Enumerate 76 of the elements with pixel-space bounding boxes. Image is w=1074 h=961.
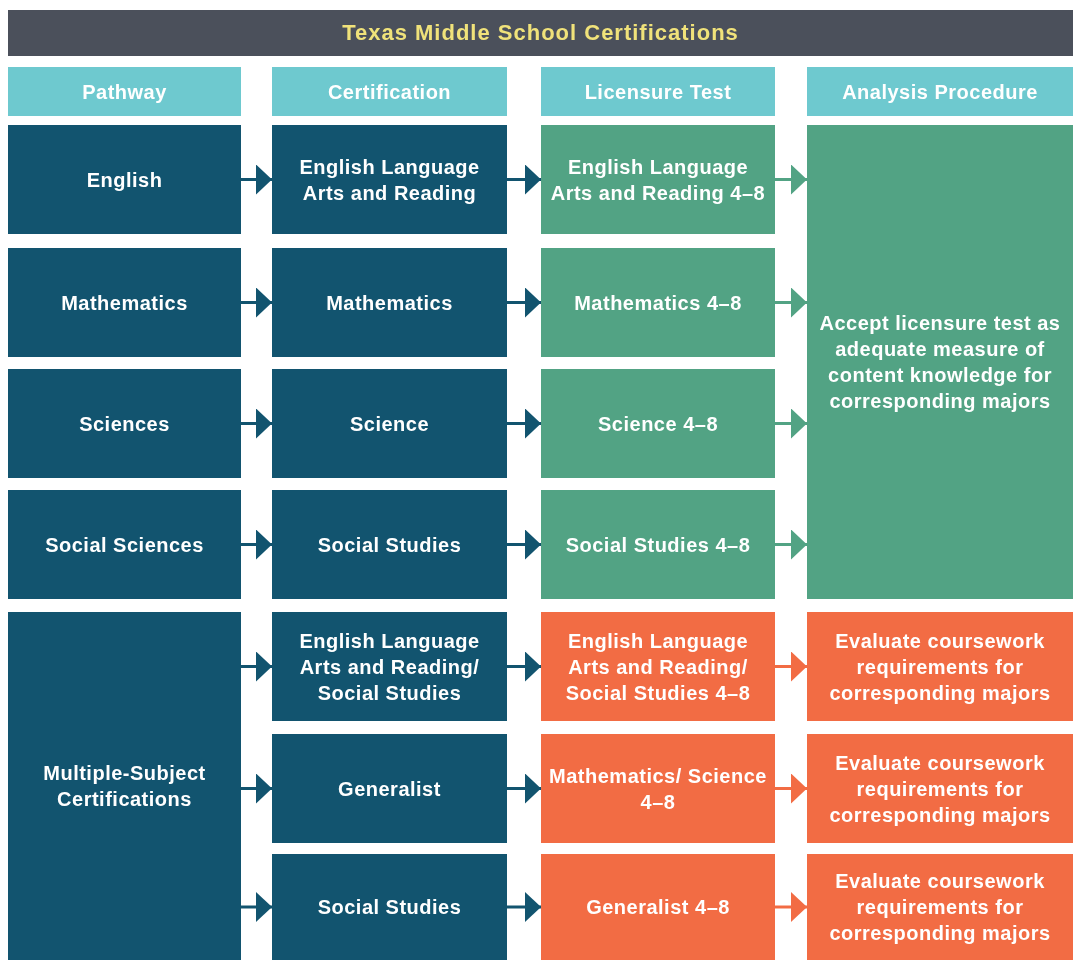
analysis-procedure-box bbox=[807, 734, 1073, 843]
box-text: Evaluate coursework requirements for corresponding majors bbox=[828, 869, 1052, 946]
box-text: Generalist 4–8 bbox=[586, 895, 730, 920]
column-header bbox=[272, 67, 507, 116]
arrow bbox=[775, 529, 807, 560]
arrow bbox=[775, 651, 807, 682]
header-text: Licensure Test bbox=[584, 79, 732, 105]
licensure-test-box bbox=[541, 854, 775, 960]
column-header bbox=[8, 67, 241, 116]
certification-box bbox=[272, 248, 507, 357]
certification-box bbox=[272, 612, 507, 721]
certification-box bbox=[272, 734, 507, 843]
box-text: Accept licensure test as adequate measure of content knowledge for corresponding majors bbox=[818, 311, 1062, 414]
box-text: Social Studies bbox=[317, 532, 462, 558]
arrow bbox=[775, 892, 807, 922]
analysis-procedure-box bbox=[807, 612, 1073, 721]
arrow bbox=[507, 287, 541, 318]
box-text: English Language Arts and Reading bbox=[298, 154, 481, 206]
box-text: Evaluate coursework requirements for corresponding majors bbox=[828, 628, 1052, 706]
arrow bbox=[241, 287, 272, 318]
arrow bbox=[775, 773, 807, 804]
licensure-test-box bbox=[541, 612, 775, 721]
box-text: Evaluate coursework requirements for corresponding majors bbox=[828, 750, 1052, 828]
licensure-test-box bbox=[541, 490, 775, 599]
certification-box bbox=[272, 369, 507, 478]
arrow bbox=[507, 408, 541, 439]
pathway-box bbox=[8, 125, 241, 234]
box-text: Generalist bbox=[338, 776, 441, 802]
box-text: English bbox=[86, 167, 163, 193]
box-text: English Language Arts and Reading/ Social Studies 4–8 bbox=[564, 628, 752, 706]
box-text: Science 4–8 bbox=[598, 411, 718, 437]
certification-box bbox=[272, 854, 507, 960]
arrow bbox=[507, 773, 541, 804]
title-text: Texas Middle School Certifications bbox=[342, 20, 739, 46]
arrow bbox=[241, 773, 272, 804]
box-text: Social Sciences bbox=[45, 532, 204, 558]
box-text: Social Studies bbox=[317, 895, 462, 920]
arrow bbox=[507, 651, 541, 682]
licensure-test-box bbox=[541, 369, 775, 478]
box-text: Multiple-Subject Certifications bbox=[42, 761, 207, 812]
pathway-box bbox=[8, 612, 241, 960]
box-text: Sciences bbox=[79, 411, 170, 437]
analysis-procedure-box bbox=[807, 125, 1073, 599]
arrow bbox=[507, 529, 541, 560]
box-text: Mathematics bbox=[61, 290, 188, 316]
licensure-test-box bbox=[541, 248, 775, 357]
header-text: Pathway bbox=[82, 79, 167, 105]
box-text: Mathematics bbox=[326, 290, 453, 316]
box-text: Science bbox=[349, 411, 430, 437]
arrow bbox=[775, 408, 807, 439]
pathway-box bbox=[8, 248, 241, 357]
header-text: Analysis Procedure bbox=[842, 79, 1038, 105]
box-text: Social Studies 4–8 bbox=[565, 532, 751, 558]
arrow bbox=[241, 892, 272, 922]
arrow bbox=[241, 529, 272, 560]
certification-box bbox=[272, 125, 507, 234]
arrow bbox=[775, 287, 807, 318]
arrow bbox=[507, 164, 541, 195]
pathway-box bbox=[8, 369, 241, 478]
box-text: Mathematics/ Science 4–8 bbox=[549, 763, 767, 815]
arrow bbox=[775, 164, 807, 195]
box-text: English Language Arts and Reading/ Social Studies bbox=[298, 628, 481, 706]
header-text: Certification bbox=[327, 79, 452, 105]
box-text: English Language Arts and Reading 4–8 bbox=[549, 154, 767, 206]
arrow bbox=[241, 164, 272, 195]
column-header bbox=[807, 67, 1073, 116]
analysis-procedure-box bbox=[807, 854, 1073, 960]
licensure-test-box bbox=[541, 734, 775, 843]
column-header bbox=[541, 67, 775, 116]
pathway-box bbox=[8, 490, 241, 599]
licensure-test-box bbox=[541, 125, 775, 234]
arrow bbox=[241, 408, 272, 439]
box-text: Mathematics 4–8 bbox=[574, 290, 742, 316]
arrow bbox=[507, 892, 541, 922]
arrow bbox=[241, 651, 272, 682]
certification-box bbox=[272, 490, 507, 599]
